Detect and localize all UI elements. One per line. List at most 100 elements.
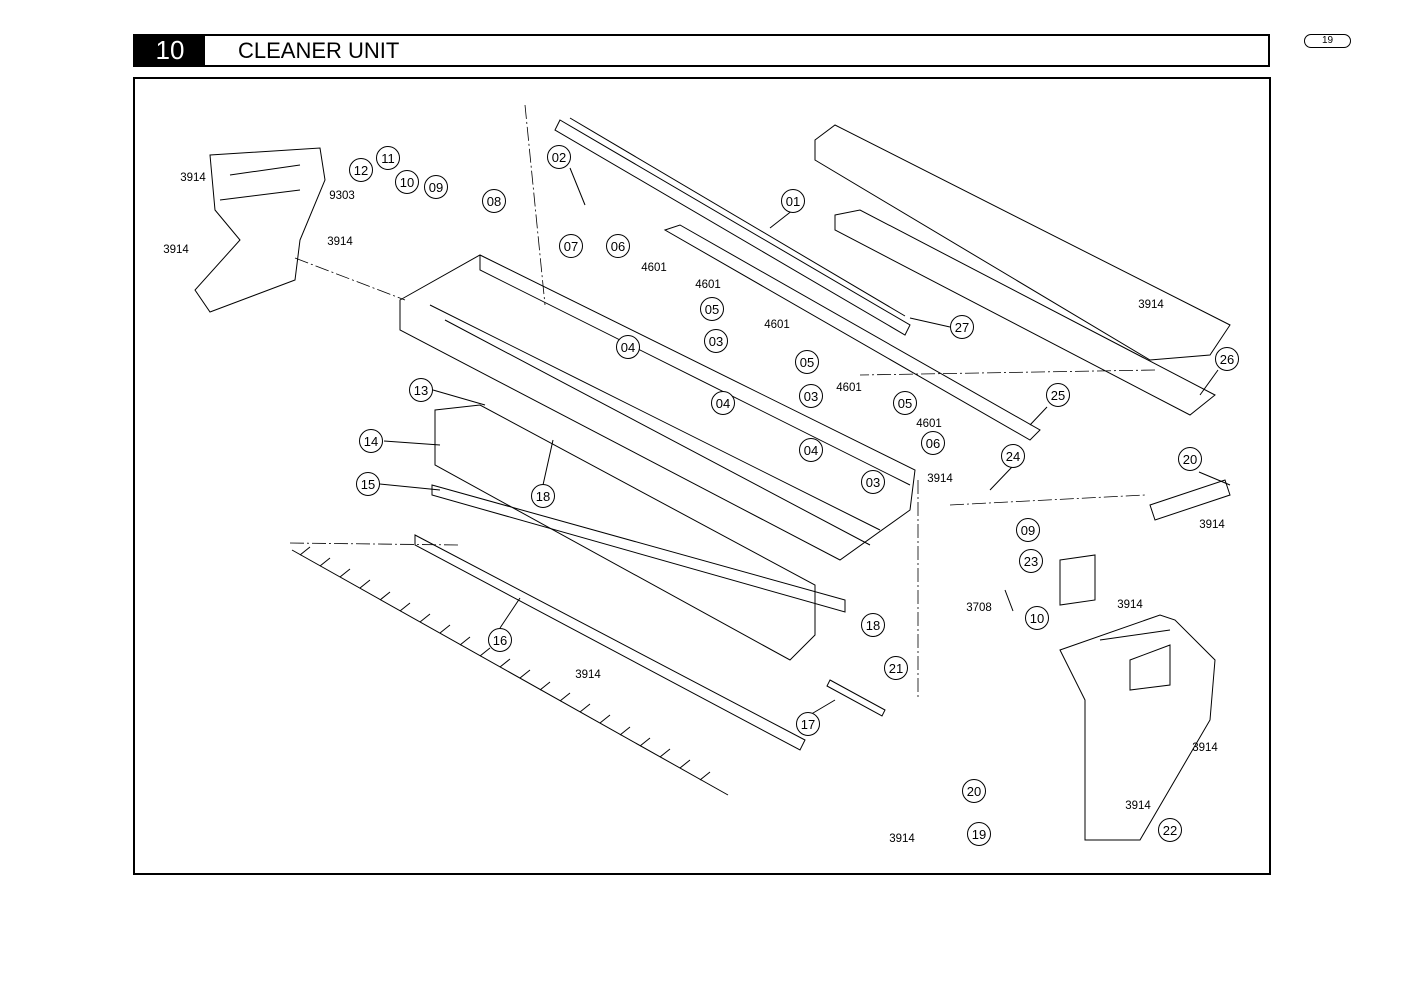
svg-text:24: 24 <box>1006 449 1020 464</box>
svg-text:03: 03 <box>709 334 723 349</box>
screw-label: 4601 <box>695 279 721 291</box>
callout-09: 09 <box>1016 518 1040 542</box>
callout-17: 17 <box>796 712 820 736</box>
callout-19: 19 <box>967 822 991 846</box>
svg-text:03: 03 <box>804 389 818 404</box>
screw-label: 3914 <box>1125 800 1151 812</box>
callout-09: 09 <box>424 175 448 199</box>
svg-text:20: 20 <box>967 784 981 799</box>
callout-05: 05 <box>700 297 724 321</box>
callout-16: 16 <box>488 628 512 652</box>
screw-label: 4601 <box>916 418 942 430</box>
svg-text:25: 25 <box>1051 388 1065 403</box>
callout-06: 06 <box>606 234 630 258</box>
screw-label: 3914 <box>1138 299 1164 311</box>
callout-06: 06 <box>921 431 945 455</box>
callout-10: 10 <box>1025 606 1049 630</box>
svg-text:14: 14 <box>364 434 378 449</box>
roller-shaft <box>554 119 911 336</box>
left-frame <box>194 147 326 313</box>
callout-03: 03 <box>861 470 885 494</box>
svg-text:01: 01 <box>786 194 800 209</box>
svg-text:17: 17 <box>801 717 815 732</box>
screw-label: 4601 <box>836 382 862 394</box>
svg-text:04: 04 <box>621 340 635 355</box>
callout-11: 11 <box>376 146 400 170</box>
svg-text:05: 05 <box>705 302 719 317</box>
screw-label: 3914 <box>1192 742 1218 754</box>
screw-label: 3914 <box>163 244 189 256</box>
section-title: CLEANER UNIT <box>238 38 400 63</box>
callout-01: 01 <box>781 189 805 213</box>
screw-label: 3914 <box>889 833 915 845</box>
screw-label: 9303 <box>329 190 355 202</box>
callout-24: 24 <box>1001 444 1025 468</box>
svg-text:20: 20 <box>1183 452 1197 467</box>
right-frame <box>1059 614 1216 841</box>
diagram-frame <box>133 77 1271 875</box>
part-drawings <box>194 117 1231 841</box>
svg-text:02: 02 <box>552 150 566 165</box>
svg-text:15: 15 <box>361 477 375 492</box>
lower-cover <box>834 209 1216 416</box>
callout-18: 18 <box>861 613 885 637</box>
svg-text:27: 27 <box>955 320 969 335</box>
screw-label: 3914 <box>180 172 206 184</box>
leader-lines <box>379 167 1231 717</box>
svg-text:23: 23 <box>1024 554 1038 569</box>
screw-label: 3914 <box>1117 599 1143 611</box>
screw-label: 4601 <box>764 319 790 331</box>
svg-text:10: 10 <box>1030 611 1044 626</box>
callout-10: 10 <box>395 170 419 194</box>
screw-label: 3708 <box>966 602 992 614</box>
screw-label: 3914 <box>927 473 953 485</box>
callout-05: 05 <box>893 391 917 415</box>
svg-text:22: 22 <box>1163 823 1177 838</box>
callout-04: 04 <box>711 391 735 415</box>
screw-label: 3914 <box>327 236 353 248</box>
callout-21: 21 <box>884 656 908 680</box>
screw-label: 3914 <box>1199 519 1225 531</box>
svg-text:06: 06 <box>926 436 940 451</box>
svg-text:26: 26 <box>1220 352 1234 367</box>
callout-27: 27 <box>950 315 974 339</box>
section-number: 10 <box>135 36 205 65</box>
page-number: 19 <box>1304 34 1351 48</box>
svg-text:11: 11 <box>381 151 395 166</box>
top-cover <box>814 124 1231 361</box>
callout-04: 04 <box>616 335 640 359</box>
screw-label: 4601 <box>641 262 667 274</box>
svg-text:08: 08 <box>487 194 501 209</box>
cleaner-housing <box>399 254 916 561</box>
callout-03: 03 <box>799 384 823 408</box>
strip-25 <box>663 224 1041 441</box>
svg-text:04: 04 <box>716 396 730 411</box>
callout-13: 13 <box>409 378 433 402</box>
trough-14 <box>434 404 816 661</box>
svg-text:04: 04 <box>804 443 818 458</box>
svg-text:16: 16 <box>493 633 507 648</box>
svg-text:18: 18 <box>536 489 550 504</box>
callout-15: 15 <box>356 472 380 496</box>
callout-20: 20 <box>1178 447 1202 471</box>
leader-center-lines <box>289 104 1156 700</box>
rail-16 <box>414 534 806 751</box>
shaft-assembly <box>1149 479 1231 521</box>
svg-text:06: 06 <box>611 239 625 254</box>
svg-text:09: 09 <box>1021 523 1035 538</box>
callout-25: 25 <box>1046 383 1070 407</box>
callout-18: 18 <box>531 484 555 508</box>
callout-07: 07 <box>559 234 583 258</box>
callout-26: 26 <box>1215 347 1239 371</box>
screw-label: 3914 <box>575 669 601 681</box>
svg-text:13: 13 <box>414 383 428 398</box>
svg-text:03: 03 <box>866 475 880 490</box>
callout-20: 20 <box>962 779 986 803</box>
svg-text:05: 05 <box>898 396 912 411</box>
screw-labels: 3914 3914 3914 3914 3914 3914 3914 3914 … <box>163 172 1225 845</box>
callout-04: 04 <box>799 438 823 462</box>
svg-text:21: 21 <box>889 661 903 676</box>
svg-text:09: 09 <box>429 180 443 195</box>
svg-text:19: 19 <box>972 827 986 842</box>
